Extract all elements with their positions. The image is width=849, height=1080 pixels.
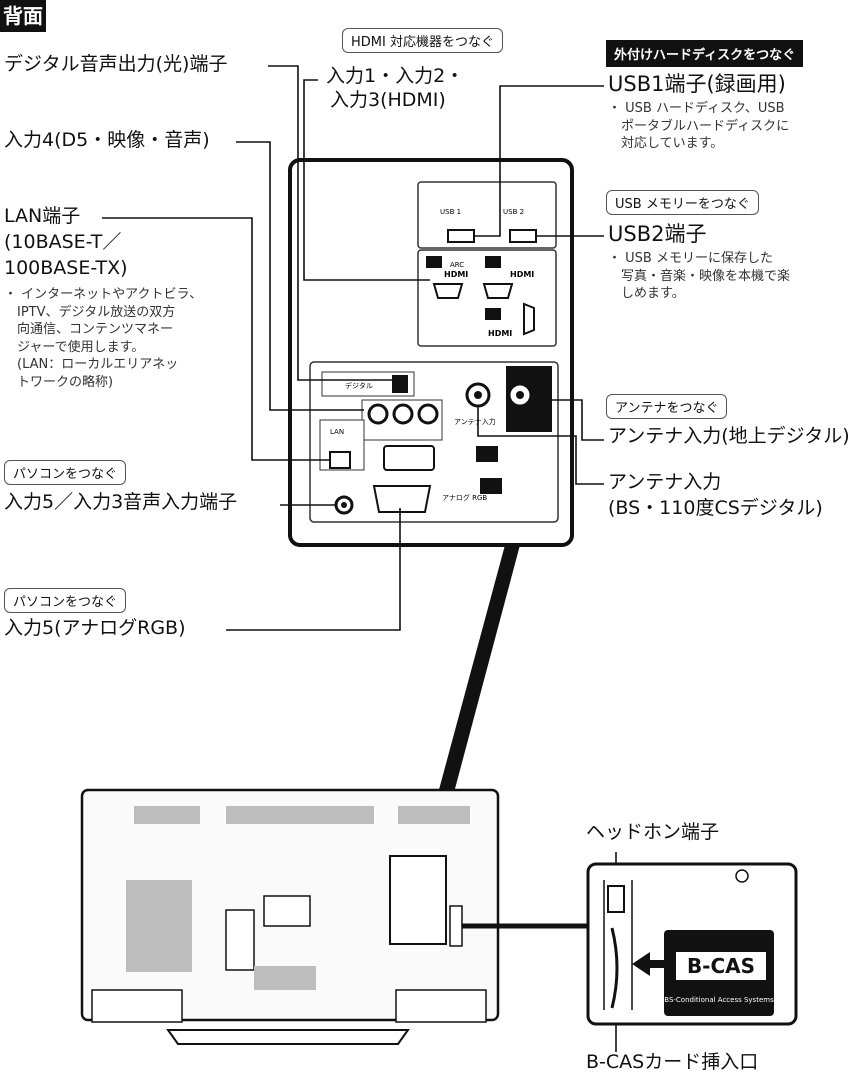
usb2-panel-label: USB 2 bbox=[503, 208, 524, 216]
label-bcas-slot: B-CASカード挿入口 bbox=[586, 1051, 759, 1073]
leader-lines bbox=[102, 65, 617, 1052]
label-digital-audio-out: デジタル音声出力(光)端子 bbox=[4, 53, 228, 75]
tag-usb-memory: USB メモリーをつなぐ bbox=[606, 190, 759, 215]
tv-speaker-left bbox=[91, 989, 183, 1023]
label-lan-line3: 100BASE-TX) bbox=[4, 257, 128, 279]
usb2-note: ・ USB メモリーに保存した 写真・音楽・映像を本機で楽 しめます。 bbox=[608, 251, 791, 302]
analog-rgb-port bbox=[372, 485, 432, 513]
label-hdmi-line2: 入力3(HDMI) bbox=[330, 89, 446, 111]
tag-antenna: アンテナをつなぐ bbox=[606, 394, 728, 419]
hdmi1-port bbox=[432, 283, 464, 299]
label-input4: 入力4(D5・映像・音声) bbox=[4, 129, 210, 151]
digital-panel-label: デジタル bbox=[345, 381, 373, 390]
label-lan-line1: LAN端子 bbox=[4, 205, 81, 227]
rgb-panel-label: アナログ RGB bbox=[442, 493, 487, 502]
tag-pc-connect-1: パソコンをつなぐ bbox=[4, 460, 127, 485]
tv-speaker-right bbox=[395, 989, 487, 1023]
label-usb2: USB2端子 bbox=[608, 222, 707, 246]
lan-panel-label: LAN bbox=[330, 428, 344, 436]
page-title: 背面 bbox=[0, 0, 46, 32]
bcas-slot bbox=[610, 927, 619, 1009]
tag-pc-connect-2: パソコンをつなぐ bbox=[4, 588, 127, 613]
input4-badge bbox=[476, 446, 498, 462]
usb1-port bbox=[447, 229, 475, 243]
tv-label-plate bbox=[263, 895, 311, 927]
zoom-connector bbox=[420, 545, 520, 860]
hdmi3-port bbox=[523, 302, 535, 336]
hdmi2-port bbox=[482, 283, 514, 299]
input5-badge bbox=[480, 478, 502, 494]
vent-bottom bbox=[254, 966, 316, 990]
rca-audio-l-jack bbox=[392, 403, 414, 425]
hdmi-input3-badge bbox=[485, 308, 501, 320]
tag-hdd-connect: 外付けハードディスクをつなぐ bbox=[606, 40, 804, 67]
label-input5-audio: 入力5／入力3音声入力端子 bbox=[4, 491, 238, 513]
label-input5-rgb: 入力5(アナログRGB) bbox=[4, 617, 186, 639]
rca-video-jack bbox=[367, 403, 389, 425]
label-headphone: ヘッドホン端子 bbox=[586, 821, 720, 843]
tv-side-terminal bbox=[449, 905, 463, 947]
usb1-panel-label: USB 1 bbox=[440, 208, 461, 216]
vent-1 bbox=[134, 806, 200, 824]
label-hdmi-line1: 入力1・入力2・ bbox=[326, 65, 465, 87]
hdmi-input2-badge bbox=[485, 256, 501, 268]
usb2-port bbox=[509, 229, 537, 243]
bcas-subtitle: BS-Conditional Access Systems bbox=[664, 996, 774, 1004]
vent-2 bbox=[226, 806, 374, 824]
hdmi-input1-badge bbox=[426, 256, 442, 268]
tv-terminal-box bbox=[389, 855, 447, 945]
vent-left bbox=[126, 880, 192, 972]
hdmi-arc-label: ARC bbox=[450, 261, 464, 269]
hdmi3-label: HDMI bbox=[488, 329, 512, 338]
rca-audio-r-jack bbox=[417, 403, 439, 425]
bcas-logo: B-CAS bbox=[676, 952, 766, 980]
tag-hdmi-connect: HDMI 対応機器をつなぐ bbox=[342, 28, 503, 53]
tv-power-box bbox=[225, 909, 255, 971]
hdmi1-label: HDMI bbox=[444, 270, 468, 279]
label-usb1: USB1端子(録画用) bbox=[608, 72, 786, 96]
vent-3 bbox=[398, 806, 470, 824]
label-antenna-bs-line1: アンテナ入力 bbox=[608, 471, 722, 493]
label-antenna-bs-line2: (BS・110度CSデジタル) bbox=[608, 497, 823, 519]
lan-note: ・ インターネットやアクトビラ、 IPTV、デジタル放送の双方 向通信、コンテン… bbox=[4, 287, 203, 390]
label-antenna-terrestrial: アンテナ入力(地上デジタル) bbox=[608, 425, 849, 447]
d5-port bbox=[383, 445, 435, 471]
headphone-jack bbox=[607, 885, 625, 913]
insert-arrow bbox=[632, 952, 664, 976]
hdmi2-label: HDMI bbox=[510, 270, 534, 279]
label-lan-line2: (10BASE-T／ bbox=[4, 231, 122, 253]
tv-stand bbox=[166, 1029, 410, 1045]
lan-port bbox=[329, 451, 351, 469]
antenna-panel-label: アンテナ入力 bbox=[454, 417, 496, 426]
usb1-note: ・ USB ハードディスク、USB ポータブルハードディスクに 対応しています。 bbox=[608, 101, 790, 152]
optical-port bbox=[392, 375, 408, 393]
